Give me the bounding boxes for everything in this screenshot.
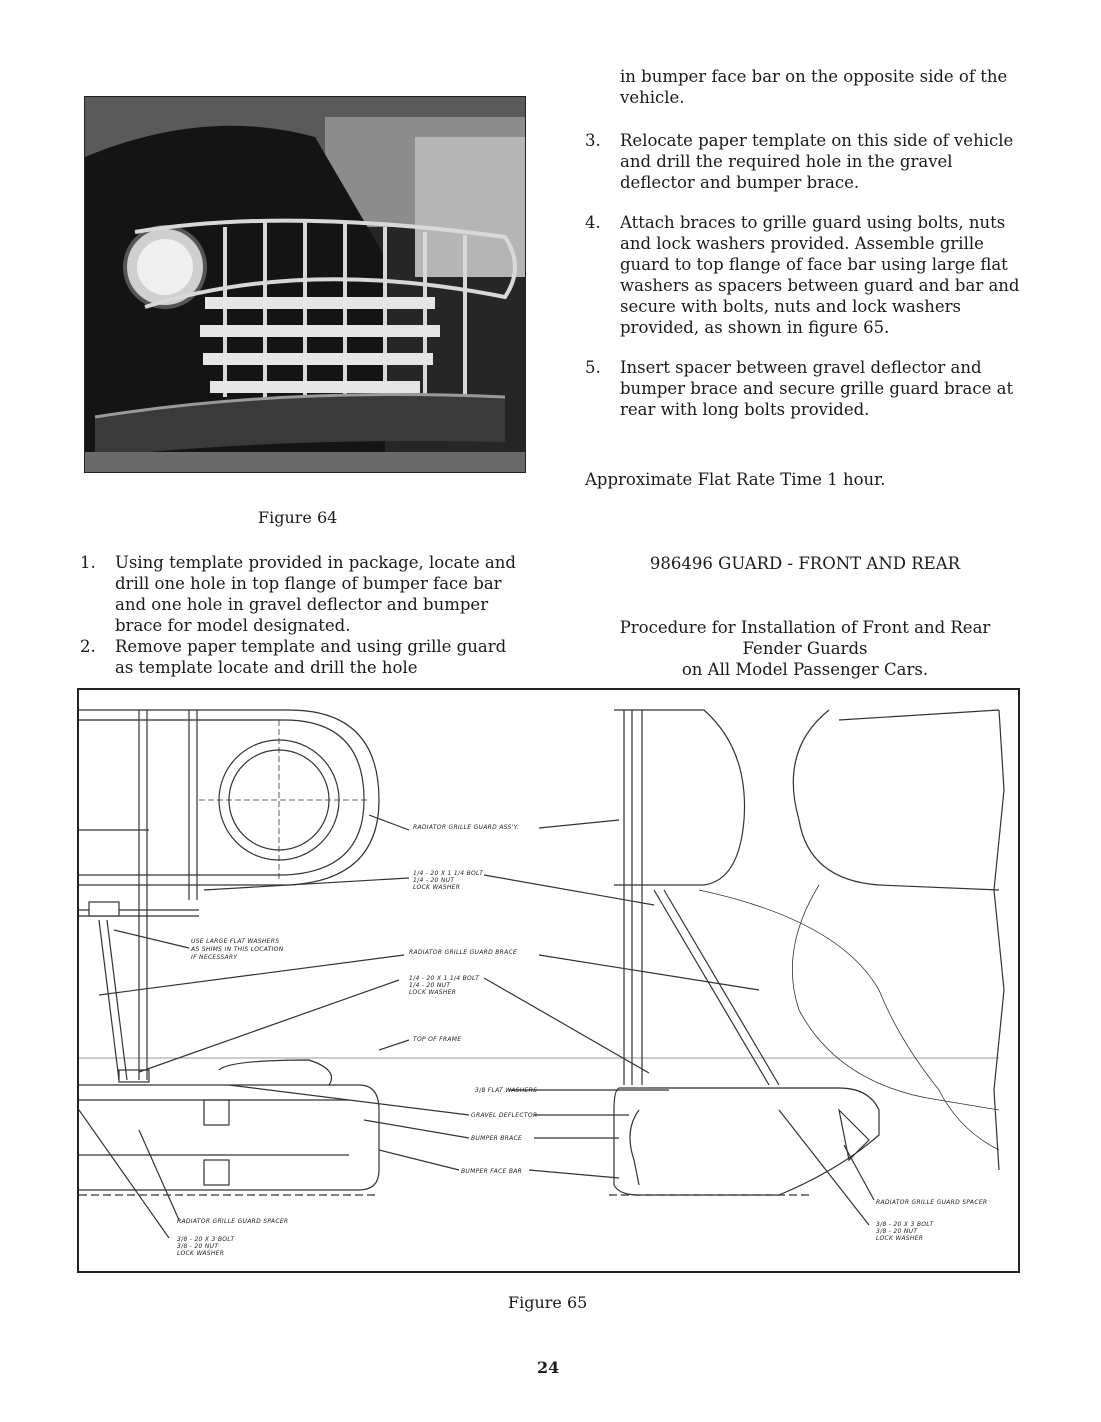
step-3: 3. Relocate paper template on this side … (585, 130, 1025, 193)
step-5-text: Insert spacer between gravel deflector a… (620, 358, 1014, 419)
step-3-number: 3. (585, 131, 601, 150)
step-1: 1. Using template provided in package, l… (80, 552, 520, 636)
label-grille-guard-assy: RADIATOR GRILLE GUARD ASS'Y. (413, 824, 519, 831)
step-4-number: 4. (585, 213, 601, 232)
label-bolt-left-1: 3/8 - 20 X 3 BOLT (177, 1236, 235, 1243)
procedure-title-line-1: Procedure for Installation of Front and … (619, 618, 991, 637)
label-bolt-a-2: 1/4 - 20 NUT (413, 877, 455, 884)
label-top-of-frame: TOP OF FRAME (413, 1036, 461, 1043)
label-grille-guard-brace: RADIATOR GRILLE GUARD BRACE (409, 949, 517, 956)
left-steps-list: 1. Using template provided in package, l… (80, 552, 520, 678)
label-bolt-b-1: 1/4 - 20 X 1 1/4 BOLT (409, 975, 480, 982)
label-spacer-left: RADIATOR GRILLE GUARD SPACER (177, 1218, 288, 1225)
procedure-title: Procedure for Installation of Front and … (585, 617, 1025, 680)
label-bolt-left-2: 3/8 - 20 NUT (177, 1243, 219, 1250)
right-steps-list: 3. Relocate paper template on this side … (585, 130, 1025, 439)
step-4-text: Attach braces to grille guard using bolt… (620, 213, 1020, 337)
procedure-title-line-2: Fender Guards (742, 639, 868, 658)
grille-guard-installation-drawing: RADIATOR GRILLE GUARD ASS'Y. 1/4 - 20 X … (79, 709, 1005, 1257)
figure-65-caption: Figure 65 (508, 1293, 588, 1312)
truck-grille-photo (85, 97, 525, 472)
label-bolt-right-1: 3/8 - 20 X 3 BOLT (876, 1221, 934, 1228)
step-2: 2. Remove paper template and using grill… (80, 636, 520, 678)
label-washers-note-3: IF NECESSARY (191, 954, 238, 961)
label-bolt-right-2: 3/8 - 20 NUT (876, 1228, 918, 1235)
step-2-number: 2. (80, 637, 96, 656)
step-3-text: Relocate paper template on this side of … (620, 131, 1014, 192)
label-bolt-b-3: LOCK WASHER (409, 989, 456, 996)
label-bumper-face-bar: BUMPER FACE BAR (461, 1168, 522, 1175)
step-5-number: 5. (585, 358, 601, 377)
flat-rate-time: Approximate Flat Rate Time 1 hour. (585, 470, 886, 489)
step-5: 5. Insert spacer between gravel deflecto… (585, 357, 1025, 420)
page-number: 24 (537, 1358, 560, 1377)
figure-64-caption: Figure 64 (258, 508, 338, 527)
figure-65-diagram: RADIATOR GRILLE GUARD ASS'Y. 1/4 - 20 X … (77, 688, 1020, 1273)
label-flat-washers: 3/8 FLAT WASHERS (475, 1087, 537, 1094)
label-bolt-b-2: 1/4 - 20 NUT (409, 982, 451, 989)
label-bolt-a-1: 1/4 - 20 X 1 1/4 BOLT (413, 870, 484, 877)
label-washers-note-2: AS SHIMS IN THIS LOCATION (190, 946, 284, 953)
step-2-continuation: in bumper face bar on the opposite side … (620, 67, 1008, 107)
label-bumper-brace: BUMPER BRACE (471, 1135, 522, 1142)
label-bolt-left-3: LOCK WASHER (177, 1250, 224, 1257)
step-1-text: Using template provided in package, loca… (115, 553, 516, 635)
label-bolt-right-3: LOCK WASHER (876, 1235, 923, 1242)
label-gravel-deflector: GRAVEL DEFLECTOR (471, 1112, 537, 1119)
label-bolt-a-3: LOCK WASHER (413, 884, 460, 891)
label-spacer-right: RADIATOR GRILLE GUARD SPACER (876, 1199, 987, 1206)
step-1-number: 1. (80, 553, 96, 572)
label-washers-note-1: USE LARGE FLAT WASHERS (191, 938, 279, 945)
procedure-title-line-3: on All Model Passenger Cars. (681, 660, 929, 679)
figure-64-photo (84, 96, 526, 473)
part-heading: 986496 GUARD - FRONT AND REAR (649, 554, 961, 573)
step-4: 4. Attach braces to grille guard using b… (585, 212, 1025, 338)
step-2-text: Remove paper template and using grille g… (115, 637, 507, 677)
